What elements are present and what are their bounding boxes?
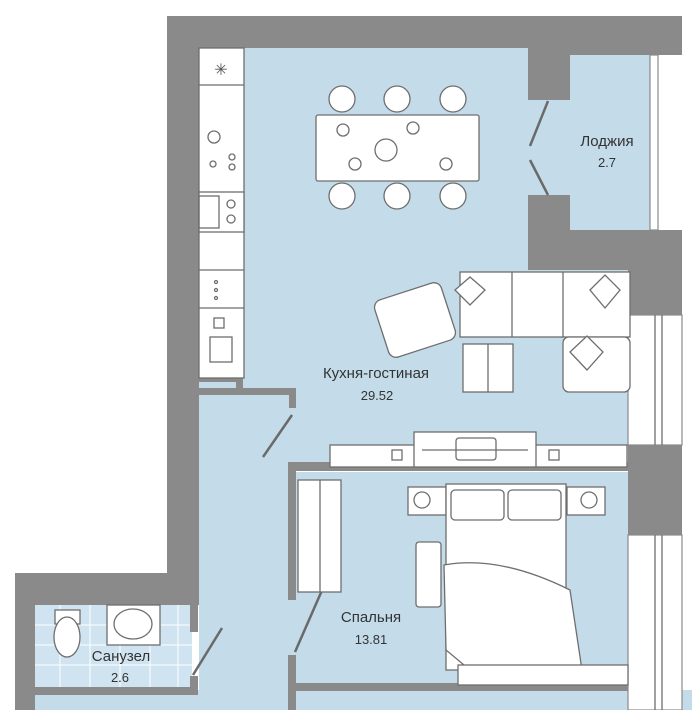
bathroom-fixtures: [53, 604, 161, 658]
door-loggia-top: [528, 100, 550, 147]
door-loggia-bottom: [528, 159, 550, 196]
nightstand-right: [566, 486, 606, 516]
room-area-loggia: 2.7: [598, 155, 616, 170]
dining-table: [315, 114, 480, 182]
windows: [627, 54, 683, 710]
stove: [198, 191, 245, 233]
room-labels: Лоджия 2.7 Кухня-гостиная 29.52 Спальня …: [92, 133, 634, 685]
toilet: [53, 616, 81, 658]
dresser: [457, 664, 629, 686]
room-name-bedroom: Спальня: [341, 609, 401, 626]
sink: [106, 604, 161, 646]
door-bathroom: [191, 627, 224, 676]
fan-icon: ✳: [214, 60, 227, 79]
door-living: [261, 414, 294, 458]
bedroom-furniture: [297, 479, 629, 686]
dining-chairs: [328, 85, 467, 210]
room-area-kitchen-living: 29.52: [361, 388, 394, 403]
room-name-loggia: Лоджия: [580, 133, 633, 150]
kitchen-counter: ✳: [198, 47, 245, 379]
living-furniture: [329, 271, 631, 468]
room-name-bathroom: Санузел: [92, 648, 150, 665]
room-area-bathroom: 2.6: [111, 670, 129, 685]
room-name-kitchen-living: Кухня-гостиная: [323, 365, 429, 382]
room-area-bedroom: 13.81: [355, 632, 388, 647]
kitchen-sink: [209, 336, 233, 363]
dining-set: [315, 85, 480, 210]
doors: [191, 100, 550, 676]
window-loggia: [649, 54, 659, 231]
door-bedroom: [293, 587, 325, 653]
bench: [415, 541, 442, 608]
armchair: [373, 282, 457, 358]
